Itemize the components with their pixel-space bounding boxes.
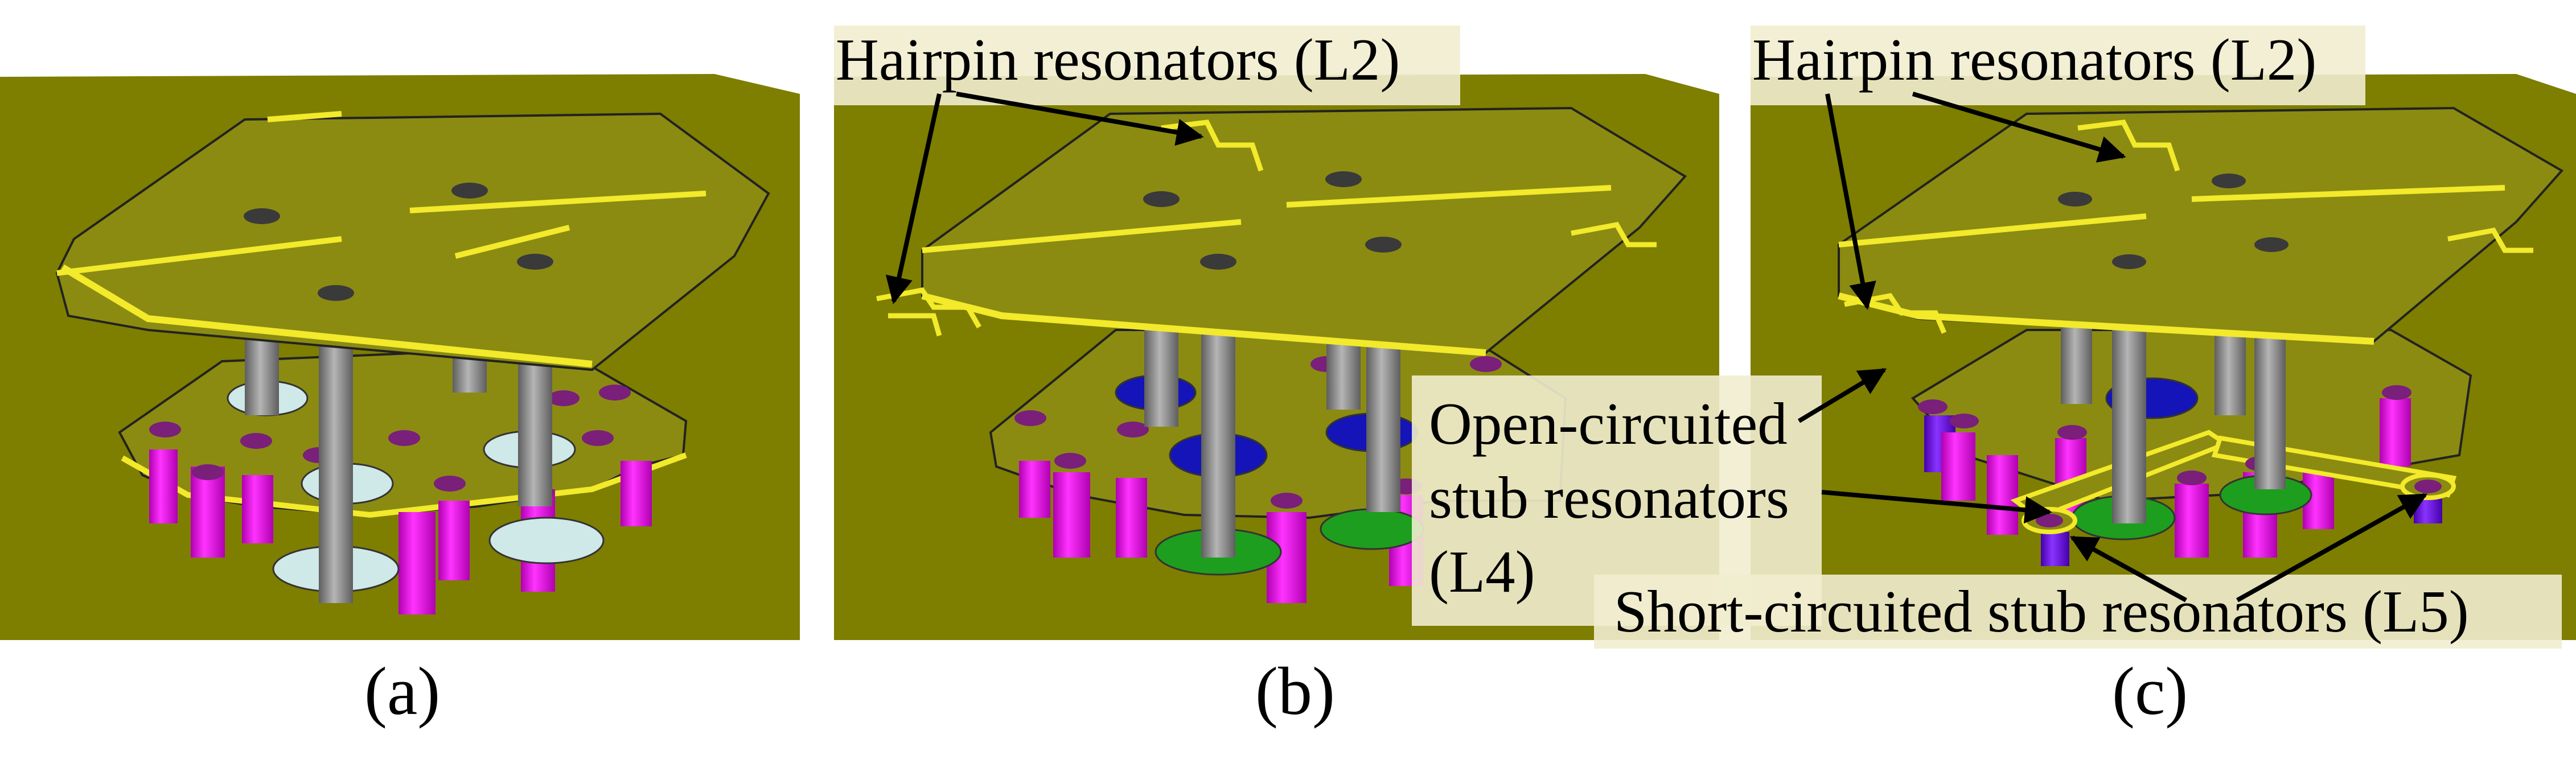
panel-b-green-ring <box>1320 508 1424 550</box>
callout-open-stub-line1: Open-circuited <box>1429 390 1788 457</box>
panel-label-c: (c) <box>2112 653 2188 729</box>
panel-a-top-board <box>55 112 770 372</box>
callout-short-stub: Short-circuited stub resonators (L5) <box>1594 493 2562 649</box>
panel-c-short-vias <box>1924 398 2442 566</box>
panel-label-b: (b) <box>1255 653 1335 729</box>
callout-hairpin-b-text: Hairpin resonators (L2) <box>836 26 1400 93</box>
panel-a-hole <box>488 517 605 564</box>
panel-label-a: (a) <box>364 653 440 729</box>
panel-c <box>1751 74 2576 640</box>
callout-hairpin-c: Hairpin resonators (L2) <box>1751 26 2365 310</box>
callout-hairpin-c-text: Hairpin resonators (L2) <box>1752 26 2316 93</box>
callout-open-stub-line3: (L4) <box>1429 538 1535 605</box>
panel-a <box>0 74 800 640</box>
callout-short-stub-text: Short-circuited stub resonators (L5) <box>1614 578 2469 645</box>
callout-hairpin-b: Hairpin resonators (L2) <box>834 26 1460 304</box>
callout-open-stub-line2: stub resonators <box>1429 464 1789 531</box>
callout-open-stub: Open-circuited stub resonators (L4) <box>1412 368 2052 626</box>
